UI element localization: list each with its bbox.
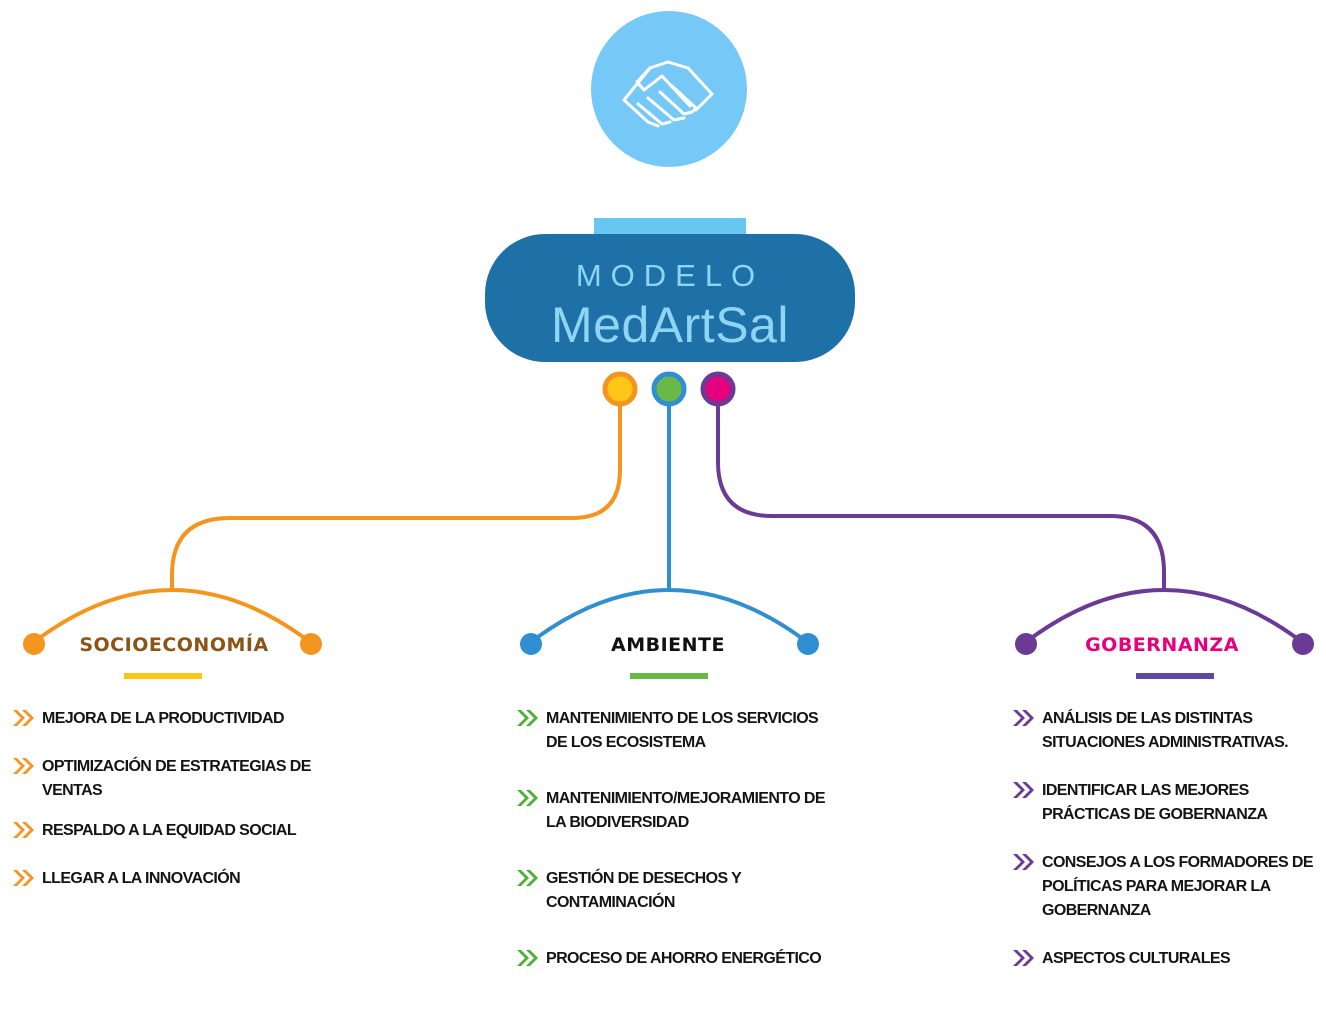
double-chevron-icon: [13, 870, 34, 886]
socioeconomia-list: MEJORA DE LA PRODUCTIVIDAD OPTIMIZACIÓN …: [12, 707, 342, 891]
list-item-text: LLEGAR A LA INNOVACIÓN: [42, 870, 241, 887]
arc-end-dot: [520, 633, 542, 655]
list-item: RESPALDO A LA EQUIDAD SOCIAL: [12, 819, 342, 843]
double-chevron-icon: [517, 950, 538, 966]
arc-ambiente: [529, 588, 809, 644]
list-item-text: MEJORA DE LA PRODUCTIVIDAD: [42, 710, 285, 727]
arc-socioeconomia: [32, 588, 312, 644]
double-chevron-icon: [517, 790, 538, 806]
category-title-socioeconomia: SOCIOECONOMÍA: [79, 634, 269, 656]
underline-socioeconomia: [124, 673, 202, 679]
list-item: OPTIMIZACIÓN DE ESTRATEGIAS DE VENTAS: [12, 755, 342, 803]
node-ambiente: [651, 371, 687, 407]
icon-circle: [591, 11, 747, 167]
double-chevron-icon: [13, 822, 34, 838]
list-item: PROCESO DE AHORRO ENERGÉTICO: [516, 947, 836, 971]
list-item-text: MANTENIMIENTO DE LOS SERVICIOS DE LOS EC…: [546, 710, 819, 751]
list-item: MANTENIMIENTO DE LOS SERVICIOS DE LOS EC…: [516, 707, 836, 755]
list-item: MEJORA DE LA PRODUCTIVIDAD: [12, 707, 342, 731]
list-item-text: GESTIÓN DE DESECHOS Y CONTAMINACIÓN: [546, 870, 741, 911]
double-chevron-icon: [1013, 710, 1034, 726]
list-item: ANÁLISIS DE LAS DISTINTAS SITUACIONES AD…: [1012, 707, 1326, 755]
arc-end-dot: [797, 633, 819, 655]
list-item: ASPECTOS CULTURALES: [1012, 947, 1326, 971]
list-item: MANTENIMIENTO/MEJORAMIENTO DE LA BIODIVE…: [516, 787, 836, 835]
list-item: CONSEJOS A LOS FORMADORES DE POLÍTICAS P…: [1012, 851, 1326, 923]
double-chevron-icon: [517, 870, 538, 886]
model-title-brand: MedArtSal: [551, 297, 789, 353]
arc-gobernanza: [1024, 588, 1304, 644]
list-item-text: PROCESO DE AHORRO ENERGÉTICO: [546, 950, 822, 967]
double-chevron-icon: [517, 710, 538, 726]
list-item-text: CONSEJOS A LOS FORMADORES DE POLÍTICAS P…: [1042, 854, 1314, 919]
ambiente-list: MANTENIMIENTO DE LOS SERVICIOS DE LOS EC…: [516, 707, 836, 1003]
double-chevron-icon: [1013, 854, 1034, 870]
arc-end-dot: [1015, 633, 1037, 655]
arc-end-dot: [1292, 633, 1314, 655]
list-item: LLEGAR A LA INNOVACIÓN: [12, 867, 342, 891]
handshake-icon: [622, 60, 714, 128]
double-chevron-icon: [13, 758, 34, 774]
double-chevron-icon: [1013, 782, 1034, 798]
double-chevron-icon: [1013, 950, 1034, 966]
arc-end-dot: [300, 633, 322, 655]
gobernanza-list: ANÁLISIS DE LAS DISTINTAS SITUACIONES AD…: [1012, 707, 1326, 971]
list-item-text: MANTENIMIENTO/MEJORAMIENTO DE LA BIODIVE…: [546, 790, 826, 831]
node-gobernanza: [700, 371, 736, 407]
list-item-text: OPTIMIZACIÓN DE ESTRATEGIAS DE VENTAS: [42, 758, 311, 799]
list-item: IDENTIFICAR LAS MEJORES PRÁCTICAS DE GOB…: [1012, 779, 1326, 827]
double-chevron-icon: [13, 710, 34, 726]
connector-socioeconomia: [170, 405, 622, 590]
connector-gobernanza: [716, 405, 1166, 590]
list-item-text: RESPALDO A LA EQUIDAD SOCIAL: [42, 822, 297, 839]
model-box: [485, 234, 855, 362]
model-title-small: MODELO: [575, 258, 765, 293]
category-title-ambiente: AMBIENTE: [611, 634, 725, 656]
underline-ambiente: [630, 673, 708, 679]
node-socioeconomia: [602, 371, 638, 407]
list-item-text: IDENTIFICAR LAS MEJORES PRÁCTICAS DE GOB…: [1042, 782, 1268, 823]
list-item-text: ASPECTOS CULTURALES: [1042, 950, 1231, 967]
list-item-text: ANÁLISIS DE LAS DISTINTAS SITUACIONES AD…: [1042, 710, 1289, 751]
underline-gobernanza: [1136, 673, 1214, 679]
category-title-gobernanza: GOBERNANZA: [1085, 634, 1239, 656]
list-item: GESTIÓN DE DESECHOS Y CONTAMINACIÓN: [516, 867, 836, 915]
arc-end-dot: [23, 633, 45, 655]
